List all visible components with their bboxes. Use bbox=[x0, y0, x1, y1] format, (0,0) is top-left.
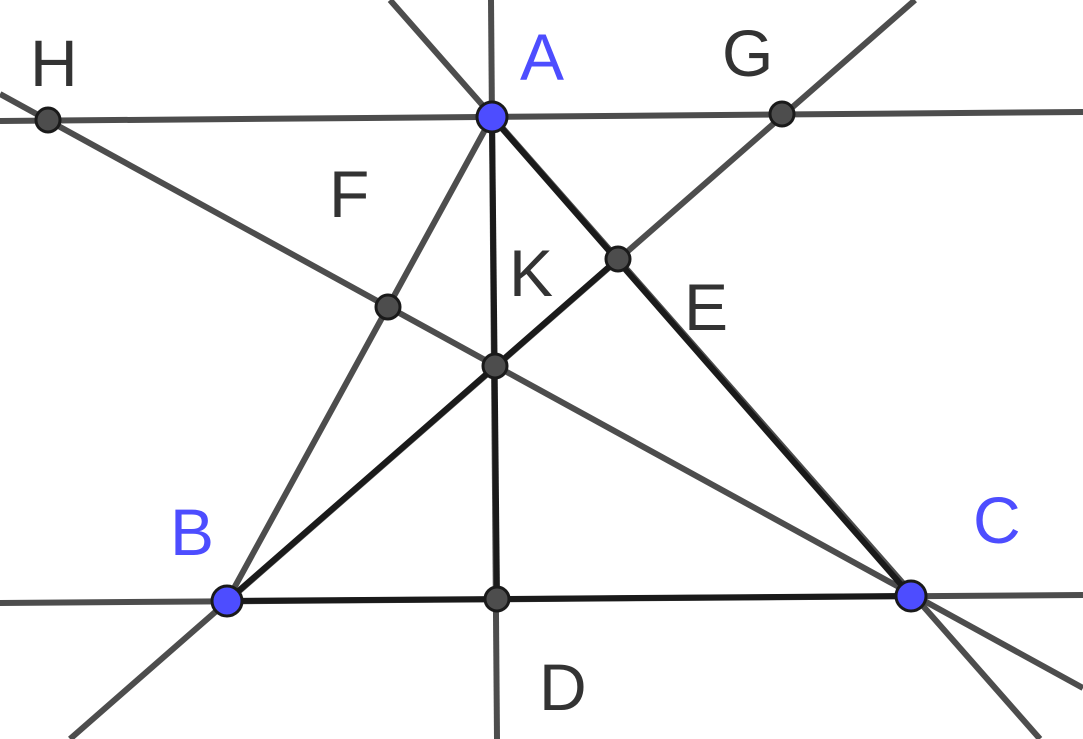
label-a: A bbox=[520, 20, 564, 94]
label-e: E bbox=[684, 270, 728, 344]
point-e[interactable] bbox=[604, 245, 632, 273]
line-through-h-and-a bbox=[0, 109, 1083, 124]
point-h[interactable] bbox=[34, 106, 62, 134]
label-g: G bbox=[722, 16, 773, 90]
labels: A B C H G F K E D bbox=[30, 16, 1021, 724]
label-c: C bbox=[973, 483, 1021, 557]
point-g[interactable] bbox=[768, 100, 796, 128]
segment-ac bbox=[489, 115, 914, 598]
point-f[interactable] bbox=[374, 293, 402, 321]
point-b[interactable] bbox=[210, 584, 244, 618]
point-k[interactable] bbox=[481, 352, 509, 380]
segment-bc bbox=[226, 593, 912, 604]
auxiliary-points bbox=[34, 100, 796, 613]
label-d: D bbox=[539, 650, 587, 724]
label-f: F bbox=[329, 157, 369, 231]
label-k: K bbox=[509, 236, 553, 310]
label-h: H bbox=[30, 26, 78, 100]
point-c[interactable] bbox=[894, 579, 928, 613]
point-d[interactable] bbox=[483, 585, 511, 613]
segment-be bbox=[225, 256, 620, 604]
label-b: B bbox=[170, 495, 214, 569]
point-a[interactable] bbox=[475, 100, 509, 134]
vertices bbox=[210, 100, 928, 618]
line-through-b-and-a bbox=[224, 115, 495, 603]
